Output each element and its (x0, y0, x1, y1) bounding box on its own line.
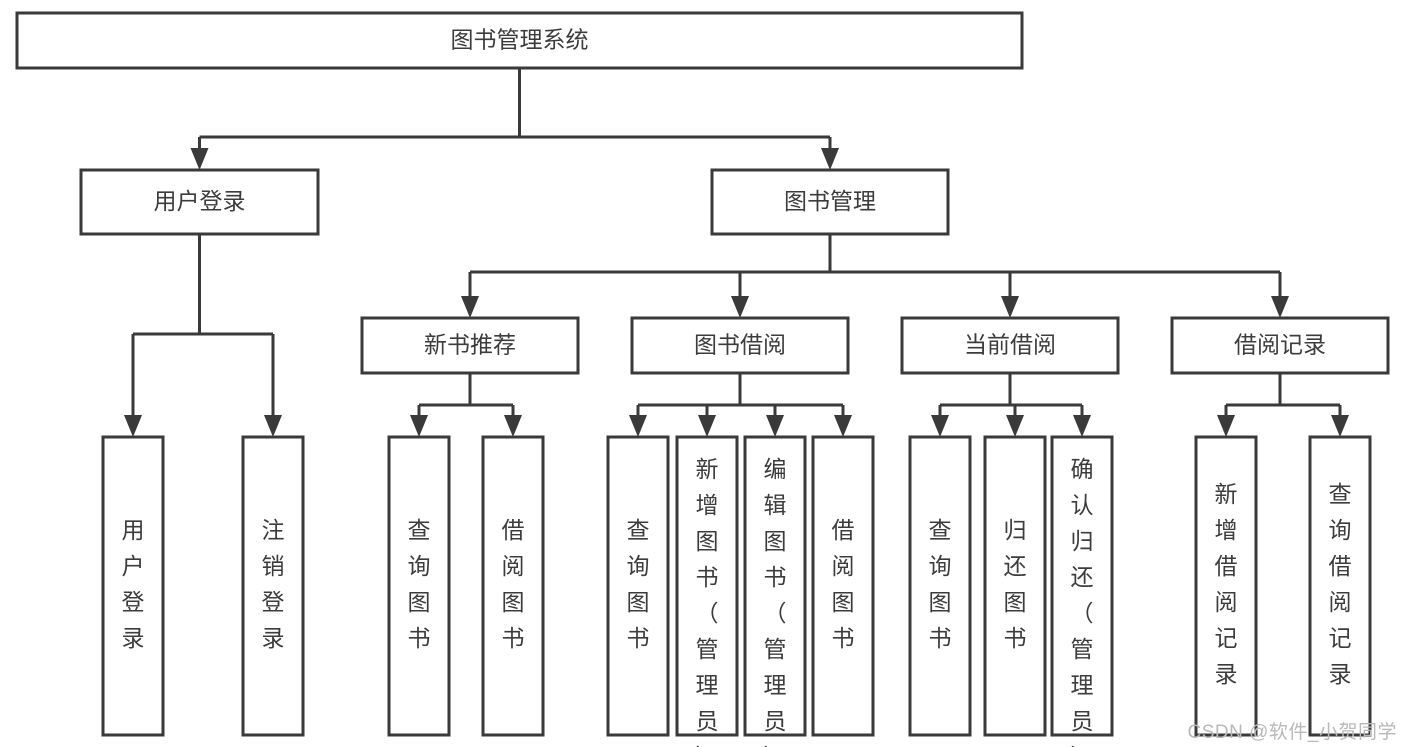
node-label: 查询借阅记录 (1329, 481, 1352, 687)
node-leaf-bw-edit[interactable]: 编辑图书（管理员） (743, 435, 807, 747)
node-box (387, 435, 451, 737)
node-box (743, 435, 807, 737)
node-box (900, 316, 1120, 375)
arrow-head-icon (461, 296, 479, 318)
node-leaf-bw-borrow[interactable]: 借阅图书 (811, 435, 875, 737)
arrow-head-icon (264, 415, 282, 437)
arrow-head-icon (698, 415, 716, 437)
node-leaf-user-logout[interactable]: 注销登录 (241, 435, 305, 737)
node-leaf-rec-add[interactable]: 新增借阅记录 (1194, 435, 1258, 737)
node-records[interactable]: 借阅记录 (1170, 316, 1390, 375)
node-leaf-user-login[interactable]: 用户登录 (101, 435, 165, 737)
arrow-head-icon (504, 415, 522, 437)
node-root[interactable]: 图书管理系统 (15, 11, 1024, 70)
arrow-head-icon (1006, 415, 1024, 437)
node-leaf-cur-return[interactable]: 归还图书 (983, 435, 1047, 737)
node-label: 编辑图书（管理员） (764, 456, 787, 747)
connector-layer (124, 68, 1349, 437)
node-label: 新书推荐 (424, 332, 516, 358)
node-leaf-rec-query[interactable]: 查询借阅记录 (1308, 435, 1372, 737)
arrow-head-icon (629, 415, 647, 437)
node-box (241, 435, 305, 737)
node-box (360, 316, 580, 375)
arrow-head-icon (190, 148, 209, 170)
node-box (811, 435, 875, 737)
arrow-head-icon (1073, 415, 1091, 437)
node-login[interactable]: 用户登录 (79, 168, 320, 236)
node-box (1308, 435, 1372, 737)
node-borrow[interactable]: 图书借阅 (630, 316, 850, 375)
node-label: 用户登录 (122, 517, 145, 651)
node-current[interactable]: 当前借阅 (900, 316, 1120, 375)
arrow-head-icon (834, 415, 852, 437)
node-label: 借阅图书 (832, 517, 855, 651)
arrow-head-icon (1331, 415, 1349, 437)
node-label: 注销登录 (262, 517, 285, 651)
node-label: 查询图书 (929, 517, 952, 651)
arrow-head-icon (410, 415, 428, 437)
arrow-head-icon (821, 148, 839, 170)
node-box (710, 168, 950, 236)
arrow-head-icon (731, 296, 749, 318)
node-label: 归还图书 (1004, 517, 1027, 651)
node-label: 借阅记录 (1234, 332, 1326, 358)
node-box (481, 435, 545, 737)
node-label: 借阅图书 (502, 517, 525, 651)
node-label: 用户登录 (154, 188, 246, 214)
node-leaf-nb-query[interactable]: 查询图书 (387, 435, 451, 737)
node-box (983, 435, 1047, 737)
arrow-head-icon (124, 415, 142, 437)
node-box (606, 435, 670, 737)
node-layer: 图书管理系统用户登录图书管理新书推荐图书借阅当前借阅借阅记录用户登录注销登录查询… (15, 11, 1390, 747)
node-newbook[interactable]: 新书推荐 (360, 316, 580, 375)
arrow-head-icon (766, 415, 784, 437)
node-box (101, 435, 165, 737)
node-box (79, 168, 320, 236)
node-box (630, 316, 850, 375)
node-box (1050, 435, 1114, 737)
node-box (908, 435, 972, 737)
node-label: 图书借阅 (694, 332, 786, 358)
node-label: 确认归还（管理员） (1071, 456, 1094, 747)
node-label: 查询图书 (627, 517, 650, 651)
arrow-head-icon (1001, 296, 1019, 318)
node-leaf-nb-borrow[interactable]: 借阅图书 (481, 435, 545, 737)
node-label: 查询图书 (408, 517, 431, 651)
node-leaf-bw-add[interactable]: 新增图书（管理员） (675, 435, 739, 747)
node-label: 新增图书（管理员） (696, 456, 719, 747)
node-box (675, 435, 739, 737)
arrow-head-icon (931, 415, 949, 437)
node-label: 当前借阅 (964, 332, 1056, 358)
node-leaf-cur-query[interactable]: 查询图书 (908, 435, 972, 737)
node-label: 图书管理系统 (451, 27, 589, 53)
node-box (1170, 316, 1390, 375)
node-box (1194, 435, 1258, 737)
node-leaf-bw-query[interactable]: 查询图书 (606, 435, 670, 737)
arrow-head-icon (1271, 296, 1289, 318)
node-label: 图书管理 (784, 188, 876, 214)
node-leaf-cur-confirm[interactable]: 确认归还（管理员） (1050, 435, 1114, 747)
node-bookmgmt[interactable]: 图书管理 (710, 168, 950, 236)
node-label: 新增借阅记录 (1215, 481, 1238, 687)
node-box (15, 11, 1024, 70)
arrow-head-icon (1217, 415, 1235, 437)
